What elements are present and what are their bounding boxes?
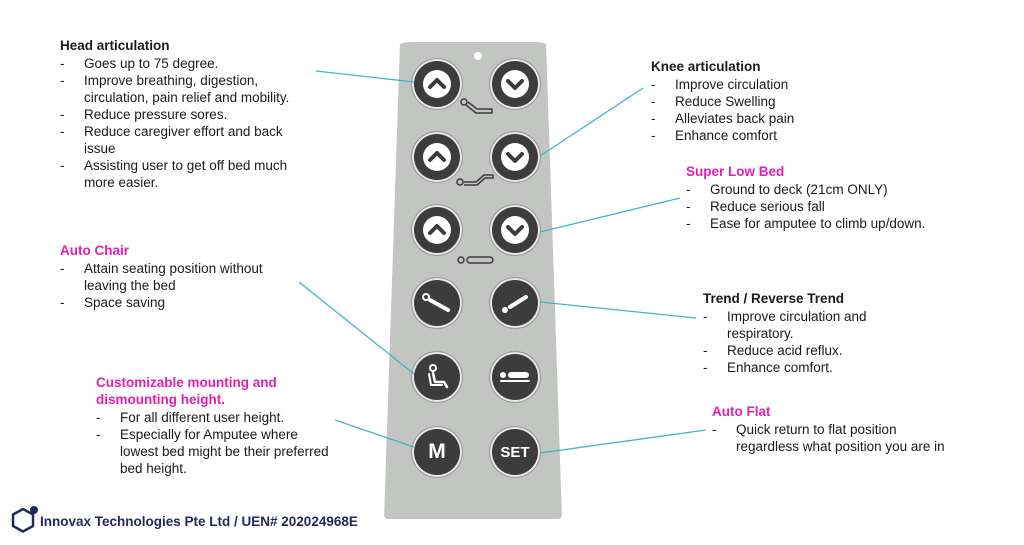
knee-articulation-icon <box>456 174 494 186</box>
chevron-up-icon <box>423 70 451 98</box>
mounting-item: Especially for Amputee where lowest bed … <box>96 426 331 477</box>
set-button[interactable]: SET <box>490 427 540 477</box>
auto-chair-block: Auto Chair Attain seating position witho… <box>60 242 290 311</box>
chevron-down-icon <box>501 70 529 98</box>
head-item: Goes up to 75 degree. <box>60 55 310 72</box>
knee-item: Enhance comfort <box>651 127 871 144</box>
auto-flat-button[interactable] <box>490 352 540 402</box>
memory-m-button[interactable]: M <box>412 427 462 477</box>
head-down-button[interactable] <box>490 59 540 109</box>
mounting-item: For all different user height. <box>96 409 331 426</box>
mounting-title: Customizable mounting and dismounting he… <box>96 375 277 407</box>
trend-icon <box>502 295 528 313</box>
company-logo-icon <box>11 506 38 533</box>
knee-articulation-title: Knee articulation <box>651 59 761 74</box>
flat-bed-icon <box>500 372 530 382</box>
chevron-down-icon <box>501 216 529 244</box>
chair-position-icon <box>428 364 449 389</box>
head-item: Reduce pressure sores. <box>60 106 310 123</box>
m-label: M <box>428 440 446 463</box>
knee-connector <box>539 87 644 157</box>
auto-flat-title: Auto Flat <box>712 404 771 419</box>
auto-flat-item: Quick return to flat position regardless… <box>712 421 952 455</box>
head-articulation-block: Head articulation Goes up to 75 degree. … <box>60 37 310 191</box>
super-low-item: Ground to deck (21cm ONLY) <box>686 181 1006 198</box>
trend-item: Reduce acid reflux. <box>703 342 923 359</box>
auto-chair-item: Space saving <box>60 294 290 311</box>
knee-up-button[interactable] <box>412 132 462 182</box>
super-low-item: Ease for amputee to climb up/down. <box>686 215 1006 232</box>
knee-down-button[interactable] <box>490 132 540 182</box>
set-label: SET <box>500 443 530 461</box>
reverse-trend-button[interactable] <box>412 278 462 328</box>
trend-title: Trend / Reverse Trend <box>703 291 845 306</box>
auto-flat-connector <box>539 429 707 454</box>
knee-item: Reduce Swelling <box>651 93 871 110</box>
knee-articulation-block: Knee articulation Improve circulation Re… <box>651 58 871 144</box>
chevron-down-icon <box>501 143 529 171</box>
chevron-up-icon <box>423 143 451 171</box>
trend-item: Improve circulation and respiratory. <box>703 308 923 342</box>
trend-block: Trend / Reverse Trend Improve circulatio… <box>703 290 923 376</box>
auto-chair-item: Attain seating position without leaving … <box>60 260 290 294</box>
auto-chair-title: Auto Chair <box>60 243 129 258</box>
knee-item: Improve circulation <box>651 76 871 93</box>
trend-item: Enhance comfort. <box>703 359 923 376</box>
bed-height-icon <box>457 256 494 264</box>
super-low-connector <box>539 197 681 233</box>
head-item: Assisting user to get off bed much more … <box>60 157 310 191</box>
head-articulation-title: Head articulation <box>60 38 170 53</box>
chevron-up-icon <box>423 216 451 244</box>
head-articulation-icon <box>460 98 493 114</box>
head-item: Improve breathing, digestion, circulatio… <box>60 72 310 106</box>
bed-down-button[interactable] <box>490 205 540 255</box>
super-low-bed-title: Super Low Bed <box>686 164 785 179</box>
reverse-trend-icon <box>422 293 450 312</box>
trend-connector <box>539 301 697 319</box>
trend-button[interactable] <box>490 278 540 328</box>
super-low-bed-block: Super Low Bed Ground to deck (21cm ONLY)… <box>686 163 1006 232</box>
mounting-block: Customizable mounting and dismounting he… <box>96 374 331 477</box>
bed-up-button[interactable] <box>412 205 462 255</box>
auto-flat-block: Auto Flat Quick return to flat position … <box>712 403 952 455</box>
auto-chair-button[interactable] <box>412 352 462 402</box>
knee-item: Alleviates back pain <box>651 110 871 127</box>
super-low-item: Reduce serious fall <box>686 198 1006 215</box>
company-footer: Innovax Technologies Pte Ltd / UEN# 2020… <box>40 514 358 529</box>
head-item: Reduce caregiver effort and back issue <box>60 123 310 157</box>
remote-pinhole <box>474 52 482 60</box>
head-up-button[interactable] <box>412 59 462 109</box>
